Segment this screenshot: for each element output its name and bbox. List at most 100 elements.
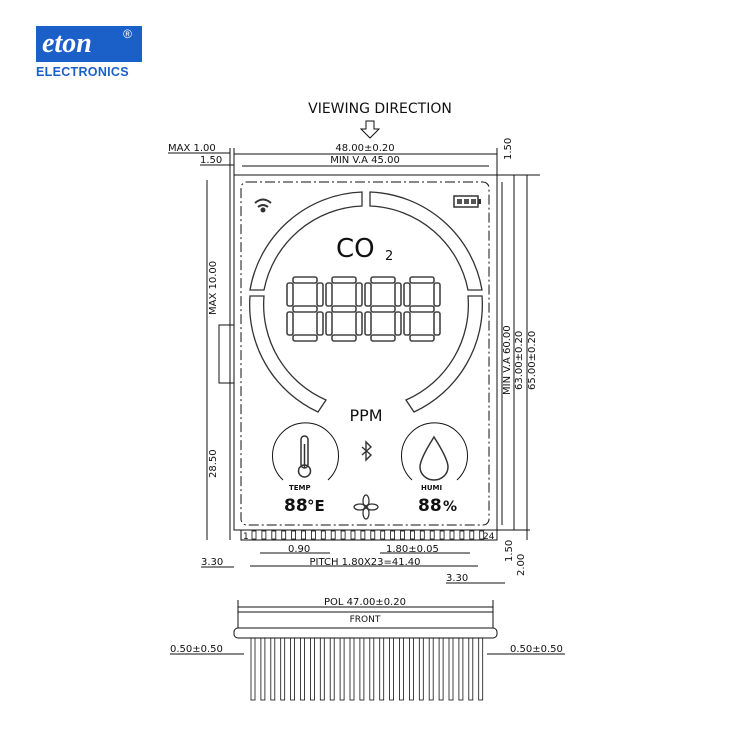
pin (340, 530, 346, 540)
pin (429, 530, 435, 540)
seven-segment-digit (403, 276, 441, 342)
wifi-icon (254, 198, 272, 213)
bluetooth-icon (361, 440, 373, 462)
pin (359, 637, 365, 701)
dim-left-offset: 1.50 (200, 155, 222, 166)
pin (310, 530, 316, 540)
pin (370, 530, 376, 540)
co2-digits (286, 276, 441, 342)
dim-max-side: MAX 10.00 (208, 261, 219, 315)
logo-subtitle: ELECTRONICS (36, 65, 129, 79)
pin (329, 637, 335, 701)
viewing-area (240, 181, 490, 526)
temp-label: TEMP (289, 484, 311, 492)
company-logo: eton ® (36, 26, 142, 62)
side-tab (218, 324, 235, 384)
logo-brand: eton (42, 28, 92, 59)
dim-side-height: 28.50 (208, 449, 219, 478)
pin (250, 637, 256, 701)
pin (478, 637, 484, 701)
viewing-arrow-icon (359, 120, 381, 139)
pin (479, 530, 485, 540)
pin (369, 637, 375, 701)
lcd-outline (233, 174, 498, 531)
dim-bottom-2: 2.00 (516, 554, 527, 576)
pin (448, 637, 454, 701)
humi-gauge-arc (401, 422, 468, 481)
pin (408, 637, 414, 701)
pin (251, 530, 257, 540)
pin (350, 530, 356, 540)
pin (270, 637, 276, 701)
pin (419, 530, 425, 540)
pin (469, 530, 475, 540)
pin (379, 637, 385, 701)
pin (291, 530, 297, 540)
co2-label: CO (336, 234, 375, 264)
pin (271, 530, 277, 540)
droplet-icon (419, 435, 449, 481)
dim-max-thickness: MAX 1.00 (168, 143, 216, 154)
pin (449, 530, 455, 540)
pin (300, 637, 305, 701)
temp-gauge-arc (272, 422, 339, 481)
battery-icon (453, 195, 481, 208)
pin (319, 637, 325, 701)
pin (309, 637, 315, 701)
pin (468, 637, 474, 701)
pins-top-view (251, 530, 485, 540)
pin (400, 530, 405, 540)
dim-pol-width: POL 47.00±0.20 (324, 597, 406, 608)
dim-height-2: 65.00±0.20 (527, 331, 538, 390)
pin-first-label: 1 (243, 532, 249, 542)
dim-left-pin-offset: 3.30 (201, 557, 223, 568)
pin (459, 530, 465, 540)
thermometer-icon (297, 435, 312, 478)
pin (339, 637, 345, 701)
pin (439, 530, 445, 540)
dim-right-tol: 0.50±0.50 (510, 644, 563, 655)
pin-strip (240, 529, 498, 541)
pin (360, 530, 366, 540)
temp-unit: °E (307, 497, 325, 515)
seven-segment-digit (325, 276, 363, 342)
dim-top-offset: 1.50 (503, 138, 514, 160)
pin (390, 530, 396, 540)
dim-min-va-height: MIN V.A 60.00 (502, 325, 513, 395)
pin (438, 637, 444, 701)
pin (301, 530, 306, 540)
pin (281, 530, 287, 540)
front-label: FRONT (350, 615, 381, 625)
dim-left-tol: 0.50±0.50 (170, 644, 223, 655)
pin (280, 637, 286, 701)
seven-segment-digit (364, 276, 402, 342)
ppm-unit: PPM (349, 406, 382, 425)
seven-segment-digit (286, 276, 324, 342)
dim-min-va-width: MIN V.A 45.00 (330, 155, 400, 166)
co2-gauge-arc (249, 191, 483, 413)
fan-icon (353, 494, 379, 520)
pins-side-view (250, 637, 484, 701)
pin (290, 637, 296, 701)
pin (349, 637, 355, 701)
pin (260, 637, 266, 701)
humi-value: 88 (418, 496, 442, 516)
pin (389, 637, 395, 701)
temp-value: 88 (284, 496, 308, 516)
drawing-title: VIEWING DIRECTION (308, 101, 452, 117)
logo-registered: ® (123, 27, 132, 41)
glass-side (233, 627, 498, 639)
dim-pitch-total: PITCH 1.80X23=41.40 (309, 557, 420, 568)
pin (320, 530, 326, 540)
pin (409, 530, 415, 540)
pin (261, 530, 267, 540)
dim-height-1: 63.00±0.20 (514, 331, 525, 390)
pin (380, 530, 386, 540)
dim-right-pin-offset: 3.30 (446, 573, 468, 584)
humi-label: HUMI (421, 484, 442, 492)
pin-last-label: 24 (483, 532, 495, 542)
pin (399, 637, 404, 701)
dim-overall-width: 48.00±0.20 (335, 143, 394, 154)
pin (458, 637, 464, 701)
